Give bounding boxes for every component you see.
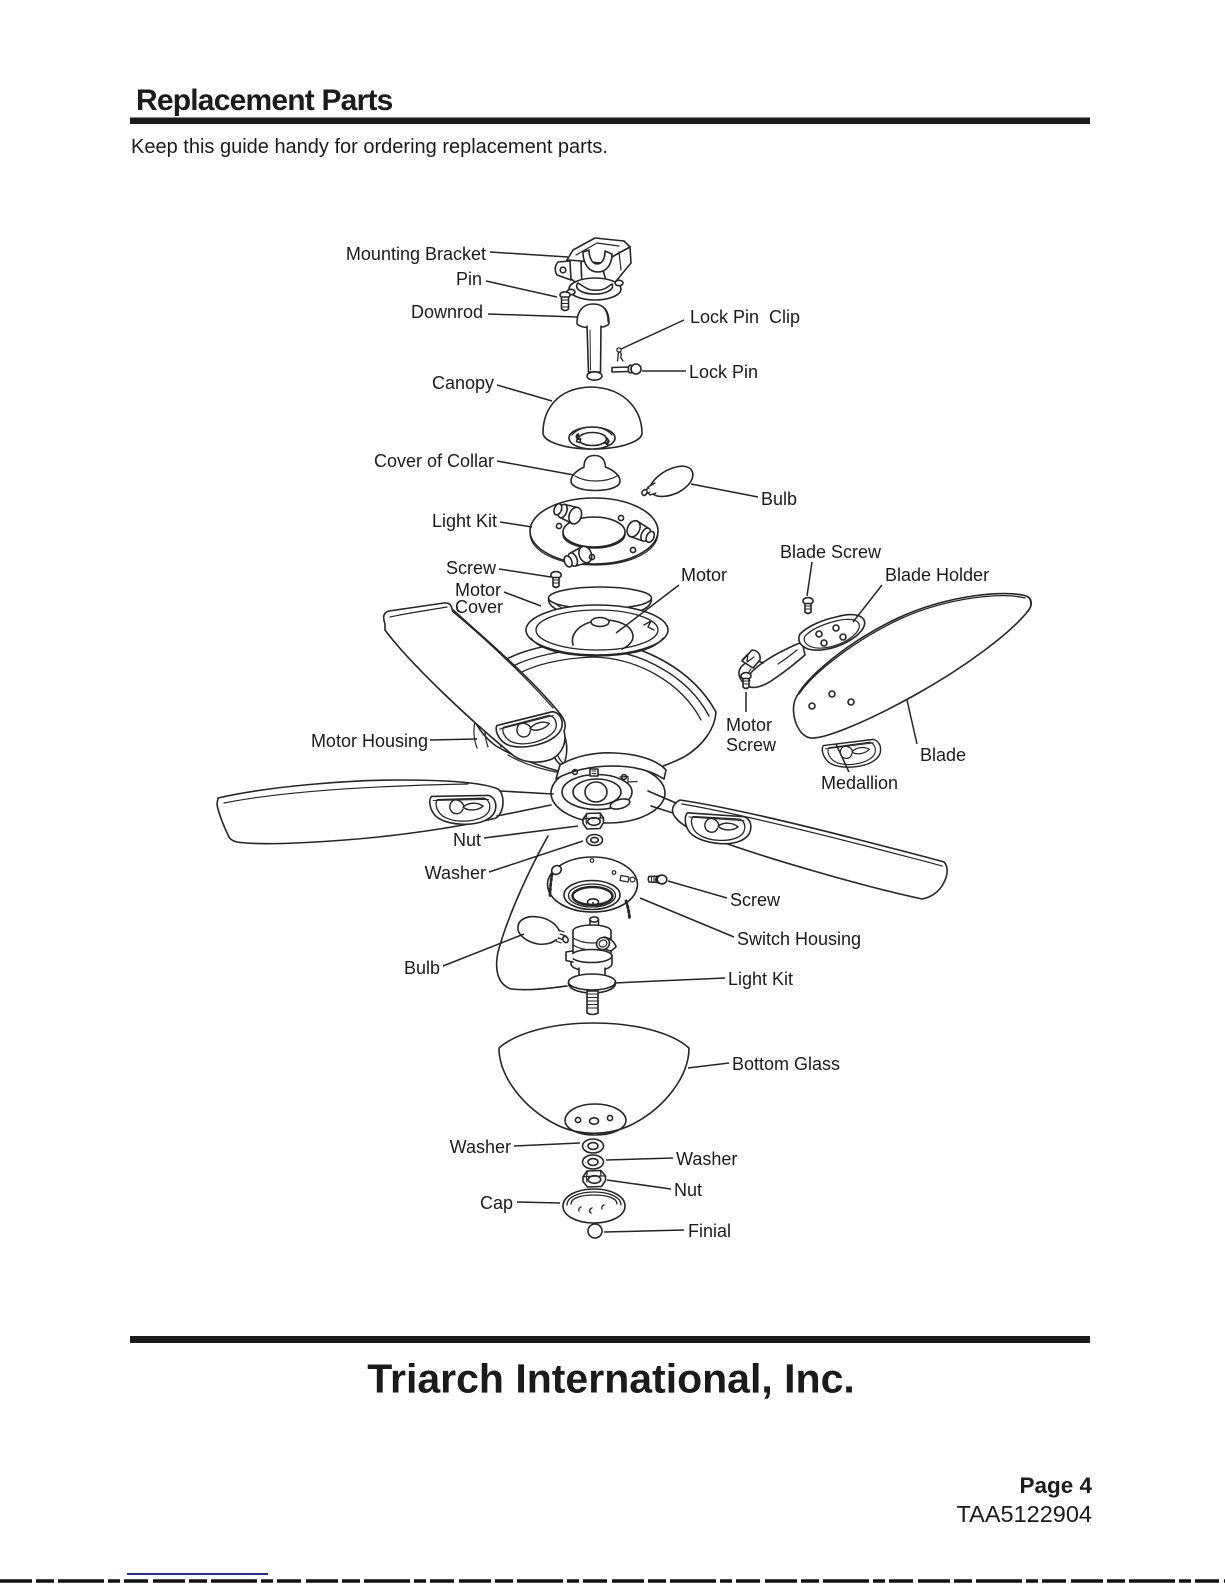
svg-text:Washer: Washer [450,1137,511,1157]
svg-text:Motor: Motor [681,565,727,585]
svg-text:Finial: Finial [688,1221,731,1241]
svg-text:Mounting Bracket: Mounting Bracket [346,244,486,264]
svg-text:Replacement Parts: Replacement Parts [136,84,393,117]
svg-text:Cap: Cap [480,1193,513,1213]
svg-text:Medallion: Medallion [821,773,898,793]
svg-text:Blade Holder: Blade Holder [885,565,989,585]
svg-text:Cover of Collar: Cover of Collar [374,451,494,471]
svg-text:Keep this guide handy for orde: Keep this guide handy for ordering repla… [131,136,608,158]
svg-text:Downrod: Downrod [411,302,483,322]
svg-text:Pin: Pin [456,269,482,289]
svg-text:Nut: Nut [674,1180,702,1200]
svg-text:Cover: Cover [455,597,503,617]
svg-text:Washer: Washer [425,863,486,883]
svg-text:Triarch International, Inc.: Triarch International, Inc. [367,1356,855,1402]
svg-text:Light Kit: Light Kit [432,511,497,531]
svg-text:Blade: Blade [920,745,966,765]
svg-text:Lock Pin: Lock Pin [689,362,758,382]
svg-text:Blade Screw: Blade Screw [780,542,882,562]
svg-text:Bottom Glass: Bottom Glass [732,1054,840,1074]
svg-text:Screw: Screw [446,558,497,578]
svg-text:Screw: Screw [726,735,777,755]
svg-text:Switch Housing: Switch Housing [737,929,861,949]
svg-text:Page 4: Page 4 [1019,1473,1092,1498]
svg-text:Screw: Screw [730,890,781,910]
svg-text:Washer: Washer [676,1149,737,1169]
svg-text:Motor: Motor [726,715,772,735]
svg-text:Bulb: Bulb [404,958,440,978]
svg-text:TAA5122904: TAA5122904 [957,1501,1092,1527]
svg-text:Motor: Motor [455,580,501,600]
svg-text:Motor Housing: Motor Housing [311,731,428,751]
svg-text:Lock Pin Clip: Lock Pin Clip [690,307,800,327]
svg-text:Bulb: Bulb [761,489,797,509]
svg-text:Canopy: Canopy [432,373,494,393]
svg-text:Light Kit: Light Kit [728,969,793,989]
svg-text:Nut: Nut [453,830,481,850]
